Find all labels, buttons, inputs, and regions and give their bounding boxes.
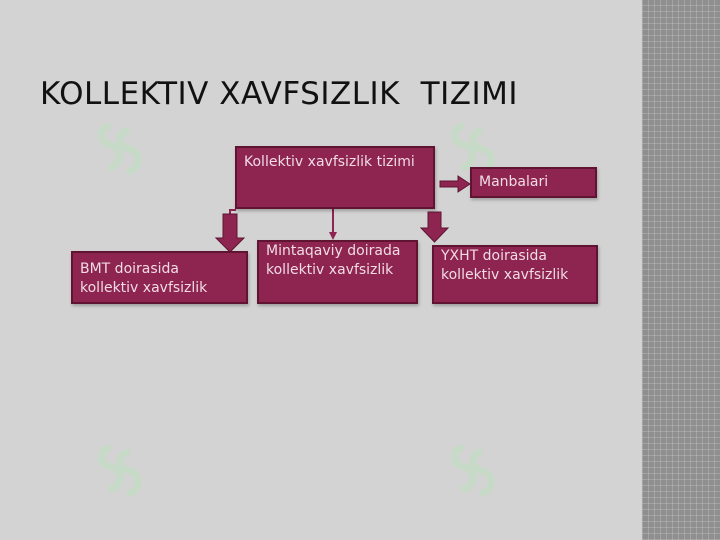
slide: KOLLEKTIV XAVFSIZLIK TIZIMI Kollektiv xa… — [40, 76, 598, 498]
arrow-to-bmt — [214, 213, 246, 253]
soft-logo-icon — [450, 122, 495, 176]
side-decoration-strip — [642, 0, 720, 540]
node-yxht: YXHT doirasida kollektiv xavfsizlik — [432, 245, 598, 304]
node-root: Kollektiv xavfsizlik tizimi — [235, 146, 435, 209]
arrow-to-sources — [439, 175, 471, 193]
slide-title: KOLLEKTIV XAVFSIZLIK TIZIMI — [40, 76, 519, 112]
soft-logo-icon — [97, 444, 142, 498]
node-bmt: BMT doirasida kollektiv xavfsizlik — [71, 251, 248, 304]
soft-logo-icon — [97, 122, 142, 176]
arrow-to-mintaqaviy — [329, 232, 337, 240]
connector-arrows — [214, 175, 471, 253]
node-mintaqaviy: Mintaqaviy doirada kollektiv xavfsizlik — [257, 240, 418, 304]
soft-logo-icon — [450, 444, 495, 498]
arrow-to-yxht — [419, 211, 450, 243]
node-sources: Manbalari — [470, 167, 597, 198]
